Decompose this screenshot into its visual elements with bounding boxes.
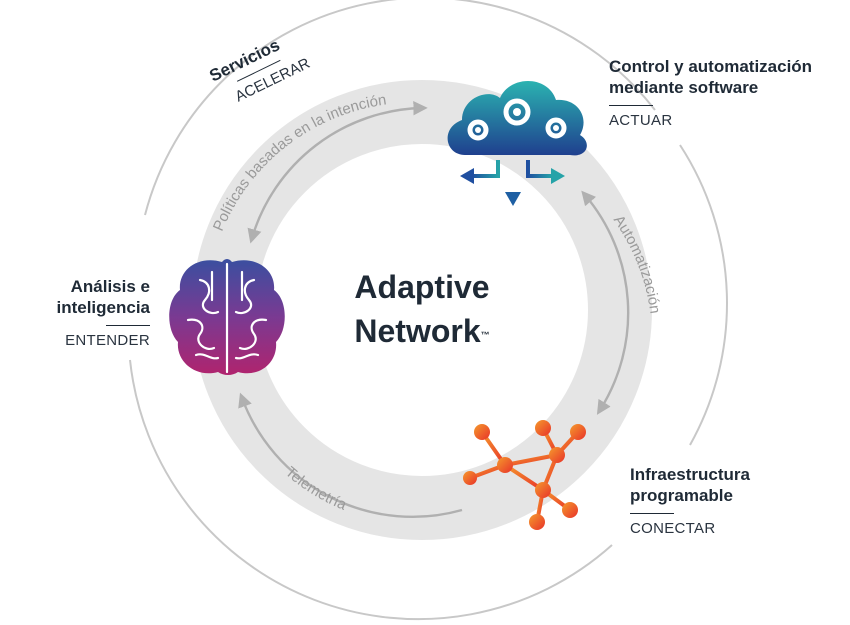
outer-ring-segment-bottom xyxy=(129,359,613,621)
network-node xyxy=(474,424,490,440)
cloud-gears-icon xyxy=(447,80,587,206)
trademark-mark: ™ xyxy=(480,330,490,340)
arrow-policies xyxy=(247,101,428,244)
network-node xyxy=(529,514,545,530)
analysis-rule xyxy=(106,325,150,326)
network-node xyxy=(497,457,513,473)
control-title-line1: Control y automatización xyxy=(609,57,813,76)
brain-icon xyxy=(169,259,285,375)
infra-label: Infraestructura programable CONECTAR xyxy=(630,464,750,537)
infra-title-line2: programable xyxy=(630,486,733,505)
outer-ring-segment-right xyxy=(679,144,728,446)
cloud-down-arrows xyxy=(472,160,552,194)
center-title: Adaptive Network™ xyxy=(322,265,522,353)
arrow-telemetry xyxy=(238,392,463,518)
network-node xyxy=(570,424,586,440)
analysis-title-line2: inteligencia xyxy=(56,298,150,317)
infra-title-line1: Infraestructura xyxy=(630,465,750,484)
services-rule xyxy=(236,59,281,82)
network-nodes-icon xyxy=(463,420,586,530)
network-node xyxy=(535,482,551,498)
outer-ring xyxy=(129,0,728,621)
ring-arrows xyxy=(238,101,630,518)
control-subtitle: ACTUAR xyxy=(609,112,673,129)
services-label: Servicios ACELERAR xyxy=(206,35,312,105)
center-title-network: Network xyxy=(354,313,481,349)
network-node xyxy=(562,502,578,518)
gear-center xyxy=(503,98,531,126)
analysis-subtitle: ENTENDER xyxy=(65,332,150,349)
network-node xyxy=(535,420,551,436)
control-rule xyxy=(609,105,653,106)
infra-subtitle: CONECTAR xyxy=(630,520,716,537)
arrow-automation xyxy=(581,190,630,415)
analysis-label: Análisis e inteligencia ENTENDER xyxy=(20,276,150,349)
outer-ring-segment-top xyxy=(144,0,656,216)
infra-rule xyxy=(630,513,674,514)
gear-right xyxy=(545,117,567,139)
analysis-title-line1: Análisis e xyxy=(70,277,150,296)
control-label: Control y automatización mediante softwa… xyxy=(609,56,812,129)
network-node xyxy=(463,471,477,485)
gear-left xyxy=(467,119,489,141)
center-title-line2: Network™ xyxy=(322,309,522,353)
center-title-line1: Adaptive xyxy=(354,269,490,305)
network-node xyxy=(549,447,565,463)
control-title-line2: mediante software xyxy=(609,78,759,97)
